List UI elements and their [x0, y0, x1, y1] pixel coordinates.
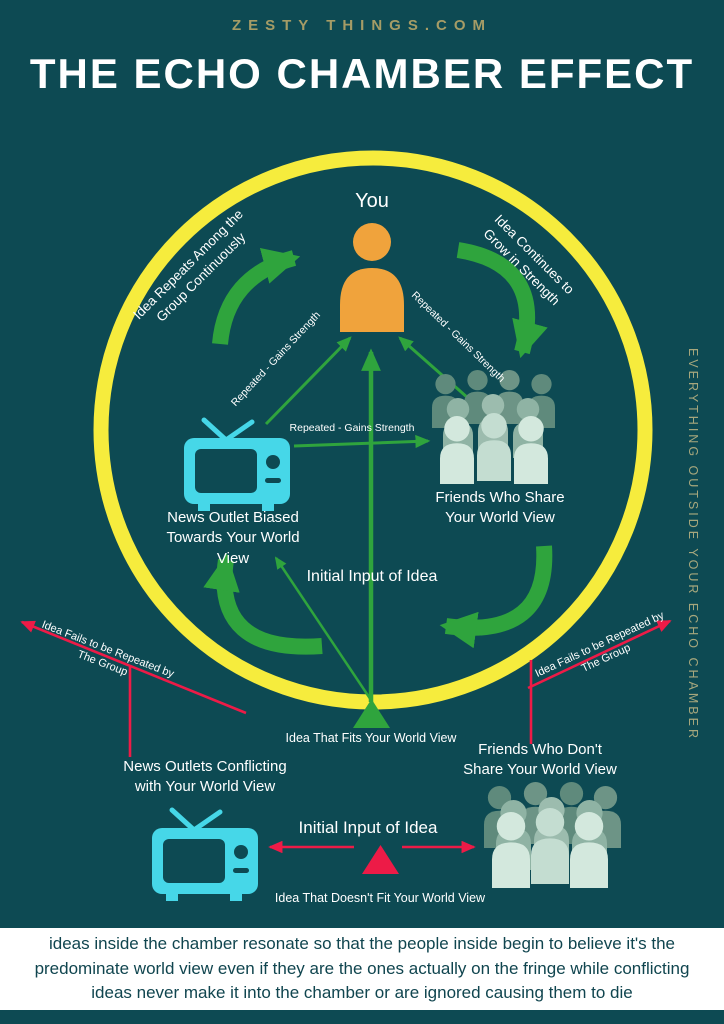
friends-outside-label: Friends Who Don't Share Your World View: [463, 741, 617, 779]
cycle-arrows: [203, 242, 553, 655]
you-label: You: [355, 190, 389, 212]
outside-chamber-side-label: EVERYTHING OUTSIDE YOUR ECHO CHAMBER: [685, 348, 700, 741]
initial-input-outside-label: Initial Input of Idea: [298, 818, 438, 837]
arrow-tv-to-you: [264, 336, 352, 426]
cycle-arrow-bottom-left: [203, 553, 323, 655]
news-inside-label: News Outlet Biased Towards Your World Vi…: [166, 509, 300, 567]
arrow-friends-to-you: [398, 336, 469, 400]
site-name: ZESTY THINGS.COM: [231, 17, 493, 34]
footer-text: ideas inside the chamber resonate so tha…: [34, 934, 690, 1003]
arrow-tv-to-friends: [293, 434, 431, 449]
red-arrow-right-diagonal: [527, 619, 672, 690]
cycle-arrow-top-right: [456, 242, 548, 359]
friends-inside-label: Friends Who Share Your World View: [435, 489, 565, 527]
reinforcement-arrows: [264, 336, 469, 702]
crowd-icon-inside: [432, 370, 555, 484]
initial-input-inside-label: Initial Input of Idea: [306, 568, 438, 585]
news-outside-label: News Outlets Conflicting with Your World…: [123, 758, 287, 796]
arrow-initial-idea-to-news: [274, 556, 373, 701]
page-title: THE ECHO CHAMBER EFFECT: [29, 50, 695, 97]
idea-doesnt-fit-label: Idea That Doesn't Fit Your World View: [274, 891, 486, 905]
tv-icon-outside: [152, 810, 258, 901]
cycle-arrow-bottom-right: [439, 545, 553, 649]
cycle-arrow-top-left: [212, 248, 301, 345]
rejection-arrows: [20, 619, 672, 854]
footer-band: ideas inside the chamber resonate so tha…: [0, 928, 724, 1010]
idea-fits-label: Idea That Fits Your World View: [285, 731, 457, 745]
repeated-gains-strength-tv-friends: Repeated - Gains Strength: [289, 422, 415, 434]
idea-fits-triangle: [353, 699, 390, 728]
idea-doesnt-fit-triangle: [362, 845, 399, 874]
crowd-icon-outside: [484, 782, 621, 888]
you-person-icon: [340, 223, 404, 332]
red-arrow-left-diagonal: [20, 620, 247, 715]
